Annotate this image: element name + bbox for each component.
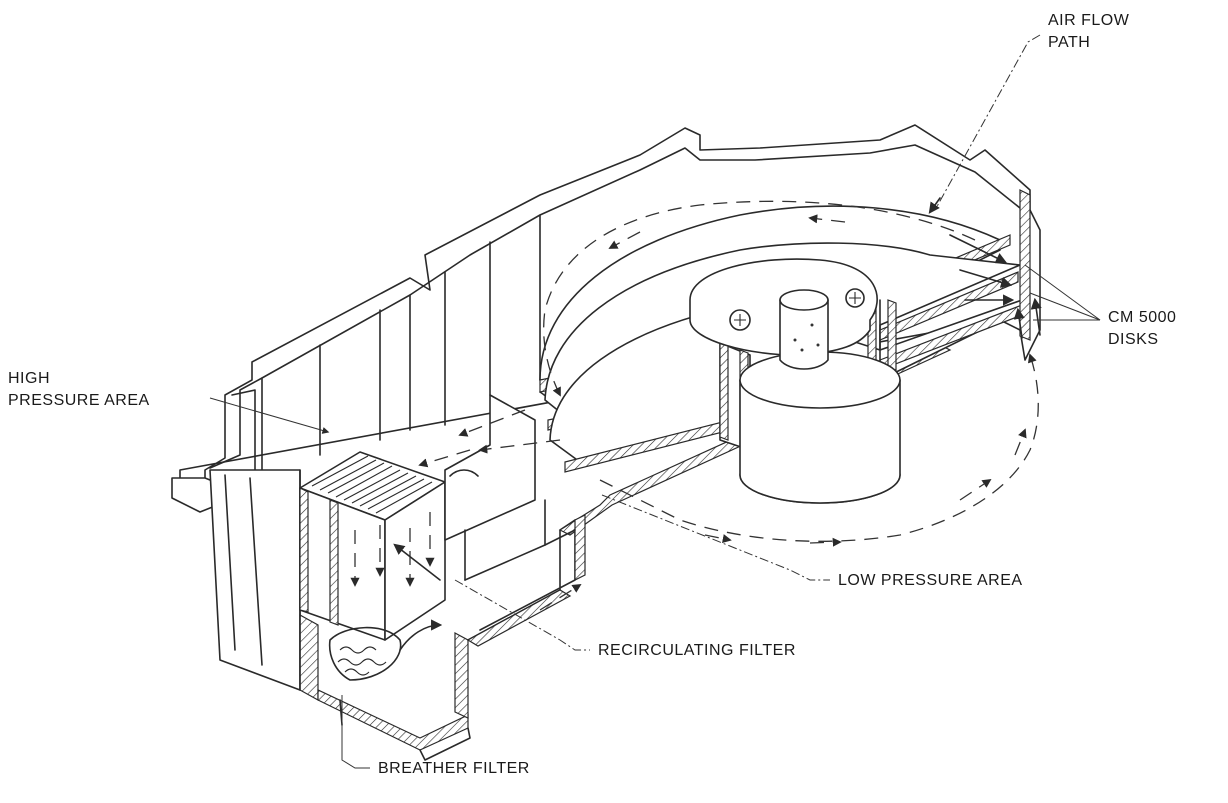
label-recirculating-filter: RECIRCULATING FILTER [598, 642, 796, 659]
label-air-flow-path-line1: AIR FLOW [1048, 12, 1130, 29]
filter-grille [311, 455, 433, 514]
breather-filter-chamber [328, 619, 443, 726]
callout-labels: AIR FLOW PATH CM 5000 DISKS HIGH PRESSUR… [8, 12, 1176, 777]
label-high-pressure-line2: PRESSURE AREA [8, 392, 150, 409]
filter-flow-arrows [350, 512, 441, 587]
label-cm5000-line2: DISKS [1108, 331, 1159, 348]
label-high-pressure-line1: HIGH [8, 370, 50, 387]
label-breather-filter: BREATHER FILTER [378, 760, 530, 777]
spindle-motor [689, 258, 901, 504]
leader-lines [209, 34, 1101, 769]
center-chamber [444, 394, 576, 581]
label-air-flow-path-line2: PATH [1048, 34, 1090, 51]
label-cm5000-line1: CM 5000 [1108, 309, 1176, 326]
recirculating-filter-box [299, 451, 446, 641]
label-low-pressure: LOW PRESSURE AREA [838, 572, 1023, 589]
airflow-arrows [418, 200, 1042, 611]
